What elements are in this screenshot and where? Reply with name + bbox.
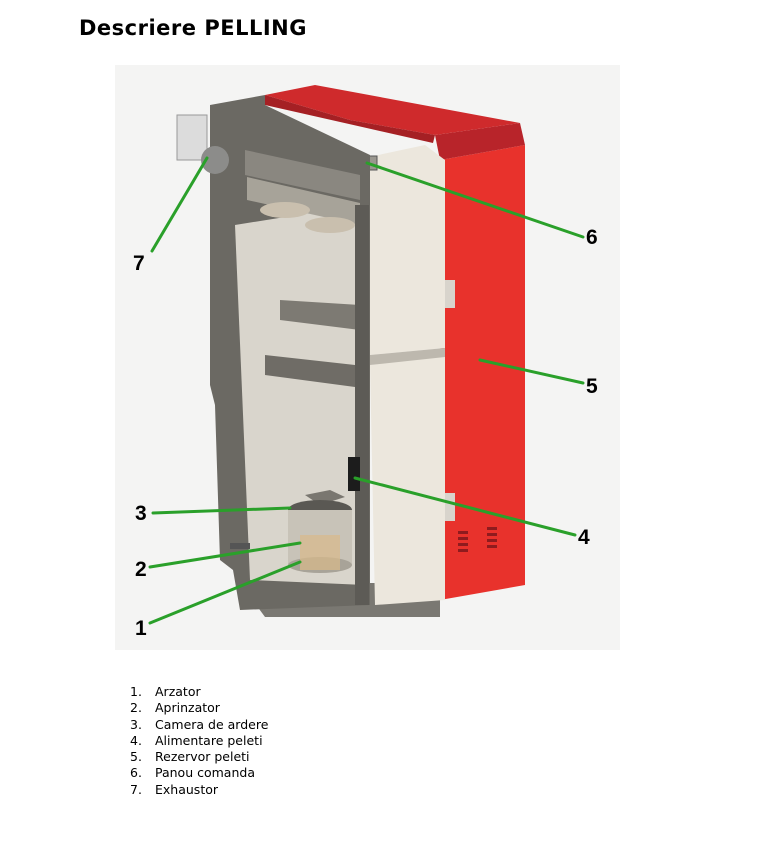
- callout-2: 2: [135, 558, 147, 581]
- callout-3: 3: [135, 502, 147, 525]
- boiler-top-cover: [265, 85, 520, 135]
- leader-lines: [148, 156, 585, 625]
- igniter-rod: [230, 543, 250, 549]
- legend-label: Panou comanda: [155, 765, 255, 781]
- upper-door: [355, 145, 445, 355]
- component-legend: 1. Arzator 2. Aprinzator 3. Camera de arder…: [130, 684, 268, 798]
- legend-item: 2. Aprinzator: [130, 700, 268, 716]
- legend-label: Camera de ardere: [155, 716, 269, 732]
- legend-number: 4.: [130, 732, 142, 748]
- leader-line-5: [478, 358, 585, 385]
- heat-exchanger-top: [245, 150, 360, 200]
- exchanger-tube-2: [305, 217, 355, 233]
- tank-hinge-lower: [445, 493, 455, 521]
- pellet-tank-lid-edge: [435, 123, 525, 160]
- legend-item: 6. Panou comanda: [130, 765, 268, 781]
- baffle-upper: [280, 300, 360, 330]
- legend-label: Exhaustor: [155, 781, 219, 797]
- legend-label: Rezervor peleti: [155, 749, 250, 765]
- legend-item: 7. Exhaustor: [130, 782, 268, 798]
- legend-number: 5.: [130, 749, 142, 765]
- leader-line-7: [150, 156, 209, 253]
- callout-5: 5: [586, 375, 598, 398]
- pellet-tank-body: [440, 145, 525, 600]
- legend-label: Arzator: [155, 684, 201, 699]
- legend-item: 3. Camera de ardere: [130, 717, 268, 733]
- baffle-lower: [265, 355, 355, 387]
- tank-vents: [458, 527, 497, 552]
- lower-door: [370, 355, 445, 605]
- page-title: Descriere PELLING: [79, 16, 307, 40]
- legend-number: 3.: [130, 716, 142, 732]
- legend-number: 6.: [130, 765, 142, 781]
- callout-7: 7: [133, 252, 145, 275]
- boiler-cutaway-diagram: 1 2 3 4 5 6 7: [115, 65, 620, 650]
- exhaust-fan-hub: [201, 146, 229, 174]
- heat-exchanger-mid: [247, 177, 360, 225]
- pellet-feed-unit: [348, 457, 360, 491]
- legend-item: 4. Alimentare peleti: [130, 733, 268, 749]
- legend-item: 5. Rezervor peleti: [130, 749, 268, 765]
- exchanger-tube-1: [260, 202, 310, 218]
- callout-1: 1: [135, 617, 147, 640]
- leader-line-4: [353, 476, 577, 537]
- callout-4: 4: [578, 526, 590, 549]
- callout-6: 6: [586, 226, 598, 249]
- leader-line-3: [151, 506, 292, 515]
- inner-right-wall: [355, 205, 369, 605]
- inner-chamber: [235, 205, 365, 585]
- legend-number: 7.: [130, 781, 142, 797]
- igniter-housing: [300, 535, 340, 570]
- exhaust-fan-housing: [176, 114, 208, 161]
- tank-hinge-upper: [445, 280, 455, 308]
- legend-item: 1. Arzator: [130, 684, 268, 700]
- leader-line-2: [148, 541, 302, 569]
- legend-number: 2.: [130, 700, 142, 716]
- legend-label: Aprinzator: [155, 700, 220, 716]
- door-divider: [370, 348, 445, 365]
- legend-label: Alimentare peleti: [155, 732, 263, 748]
- boiler-illustration: [115, 65, 620, 650]
- boiler-top-edge: [265, 95, 435, 143]
- leader-line-6: [365, 161, 585, 239]
- legend-number: 1.: [130, 684, 142, 699]
- leader-line-1: [148, 560, 302, 625]
